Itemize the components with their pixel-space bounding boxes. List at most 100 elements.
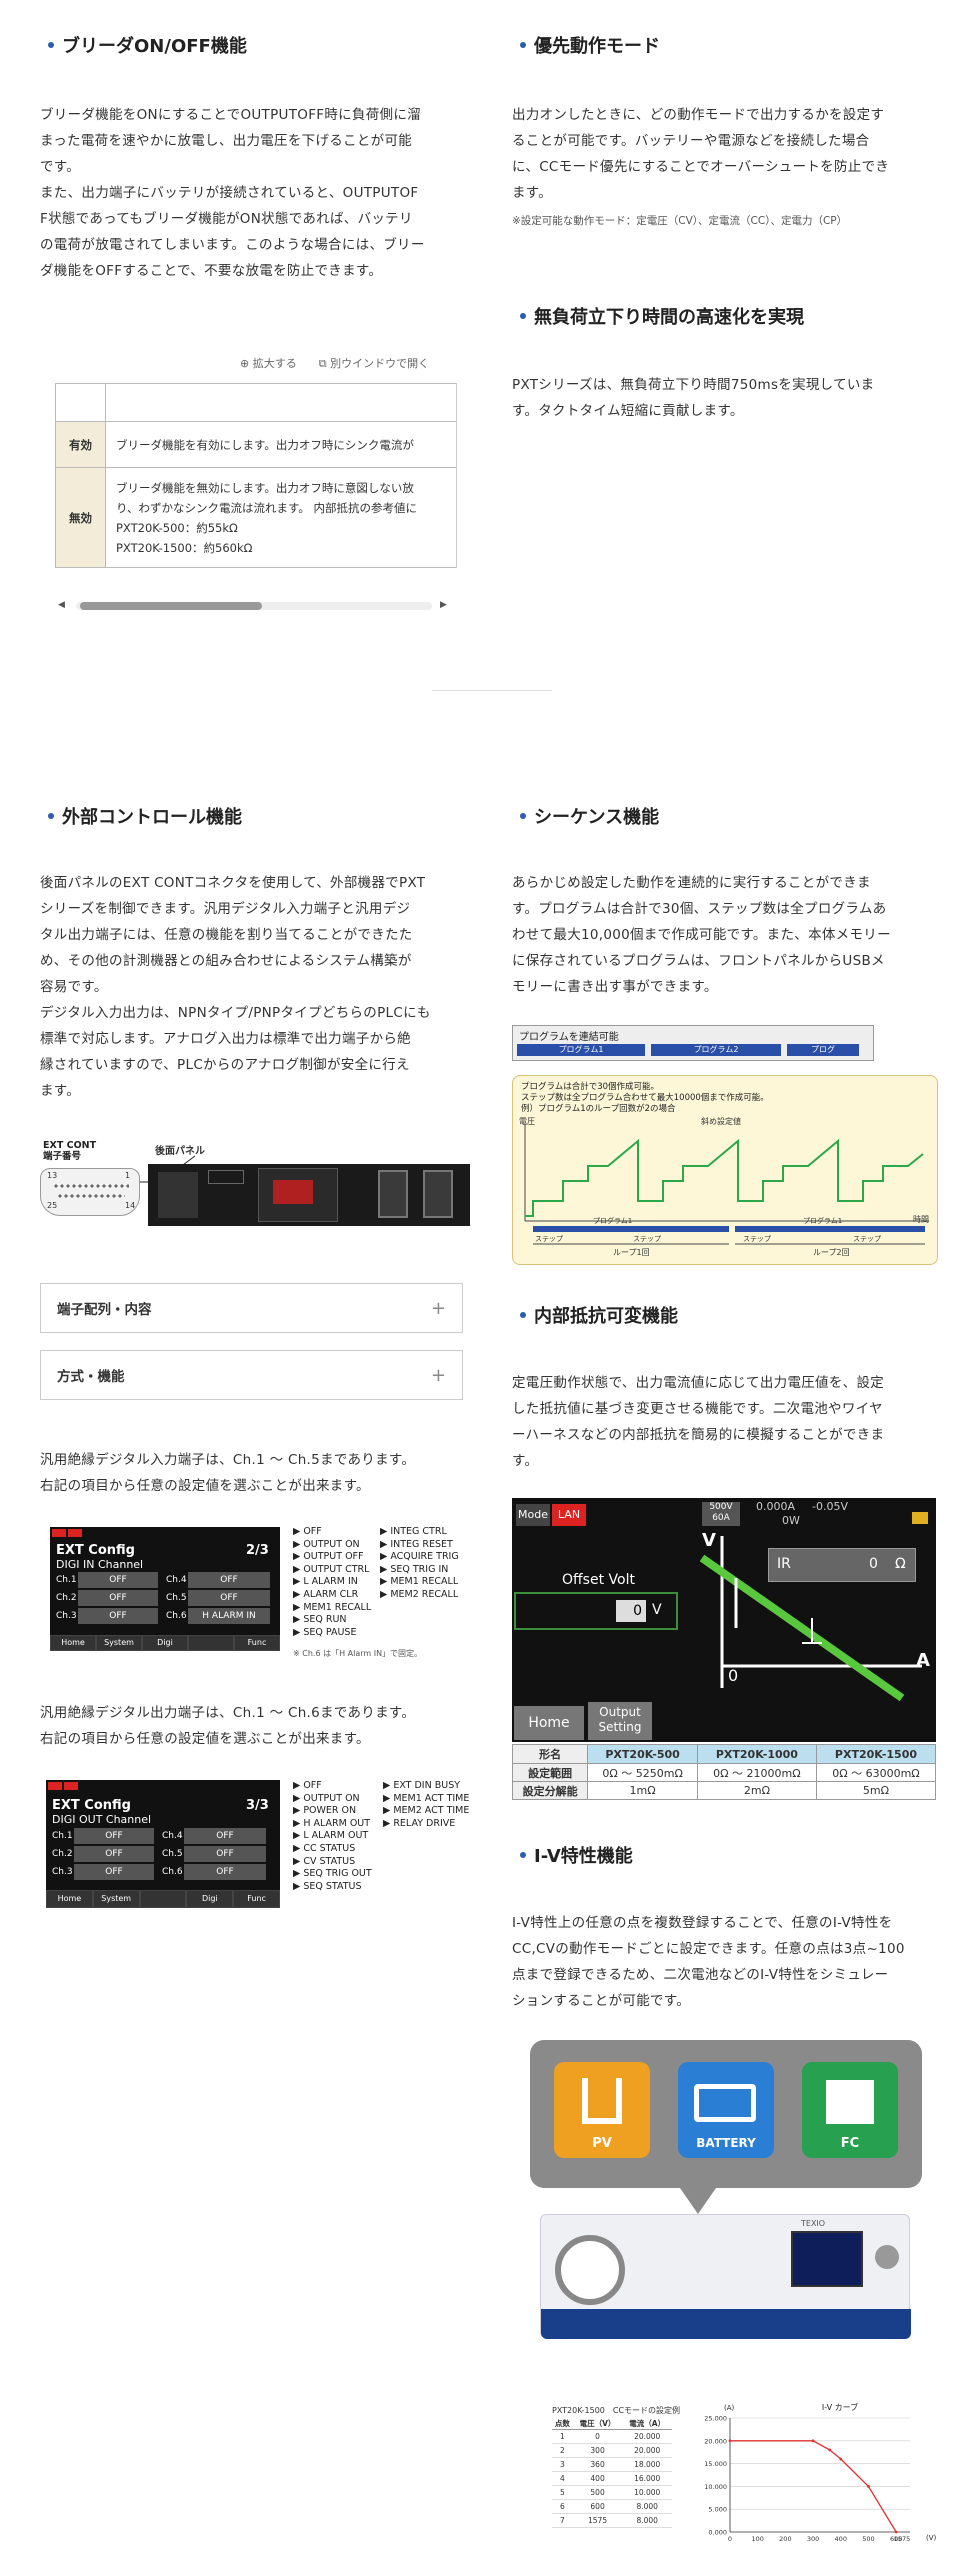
- device-screen: [791, 2231, 863, 2287]
- ext-paragraph: 後面パネルのEXT CONTコネクタを使用して、外部機器でPXT シリーズを制御…: [40, 870, 480, 1104]
- text-line: ーハーネスなどの内部抵抗を簡易的に模擬することができま: [512, 1427, 885, 1443]
- option-label: INTEG RESET: [390, 1538, 453, 1550]
- program-bar: [533, 1226, 729, 1232]
- text-line: の電荷が放電されてしまいます。このような場合には、ブリー: [40, 237, 425, 253]
- scroll-left-icon[interactable]: ◀: [58, 600, 65, 610]
- ch-label: Ch.1: [52, 1831, 73, 1841]
- panel-block: [258, 1168, 338, 1222]
- resist-title: 内部抵抗可変機能: [520, 1302, 678, 1328]
- iv-table-title: PXT20K-1500 CCモードの設定例: [552, 2406, 681, 2415]
- option-item: ▶ L ALARM OUT: [293, 1830, 369, 1842]
- y-tick-label: 5.000: [708, 2506, 727, 2514]
- table-head-cell: 電流（A）: [622, 2418, 672, 2430]
- zero-label: 0: [728, 1666, 739, 1685]
- step-label: ステップ: [535, 1235, 563, 1243]
- scroll-thumb[interactable]: [80, 602, 262, 610]
- screen-title: EXT Config: [52, 1798, 131, 1813]
- option-label: ACQUIRE TRIG: [390, 1551, 459, 1563]
- label-line: EXT CONT: [43, 1140, 97, 1151]
- readout: 0W: [782, 1514, 800, 1527]
- table-row: 有効ブリーダ機能を有効にします。出力オフ時にシンク電流が: [55, 421, 456, 468]
- icon-label: BATTERY: [696, 2136, 756, 2150]
- iv-chart: I-V カーブ (A) (V) 0.0005.00010.00015.00020…: [704, 2402, 936, 2543]
- text-line: わせて最大10,000個まで作成可能です。また、本体メモリー: [512, 927, 891, 943]
- newwindow-link[interactable]: ⧉ 別ウインドウで開く: [319, 355, 429, 371]
- screen-subtitle: DIGI IN Channel: [56, 1558, 144, 1571]
- battery-shape: [694, 2084, 756, 2122]
- ch-label: Ch.5: [166, 1593, 187, 1603]
- accordion-method[interactable]: 方式・機能+: [40, 1350, 463, 1400]
- plus-icon[interactable]: +: [430, 1297, 446, 1319]
- scroll-right-icon[interactable]: ▶: [440, 600, 447, 610]
- text-line: す。タクトタイム短縮に貢献します。: [512, 403, 744, 419]
- table-cell: 0: [572, 2429, 623, 2444]
- text-line: また、出力端子にバッテリが接続されていると、OUTPUTOF: [40, 185, 419, 201]
- table-head-cell: 電圧（V）: [572, 2418, 623, 2430]
- pin-row: [53, 1183, 129, 1189]
- offset-box: 0 V: [514, 1592, 678, 1630]
- slope-label: 斜め設定値: [701, 1117, 741, 1126]
- zoom-link[interactable]: ⊕ 拡大する: [240, 355, 297, 371]
- icon-label: FC: [840, 2136, 860, 2151]
- iv-paragraph: I-V特性上の任意の点を複数登録することで、任意のI-V特性を CC,CVの動作…: [512, 1910, 952, 2014]
- digital-out-paragraph: 汎用絶縁デジタル出力端子は、Ch.1 ～ Ch.6まであります。 右記の項目から…: [40, 1700, 480, 1752]
- table-row: 形名 PXT20K-500 PXT20K-1000 PXT20K-1500: [511, 1744, 937, 1764]
- table-head-cell: 無効: [55, 467, 106, 568]
- plus-icon[interactable]: +: [430, 1364, 446, 1386]
- option-label: L ALARM OUT: [303, 1830, 369, 1842]
- ch-label: Ch.2: [56, 1593, 77, 1603]
- mode-badge: [52, 1529, 66, 1537]
- option-label: OFF: [303, 1780, 322, 1791]
- option-label: INTEG CTRL: [390, 1526, 447, 1537]
- ir-value: 0: [869, 1556, 878, 1572]
- option-label: OFF: [303, 1526, 322, 1537]
- program-bar: プログラム2: [651, 1044, 781, 1056]
- chart-title: I-V カーブ: [822, 2402, 858, 2412]
- device-image: TEXIO: [540, 2214, 911, 2339]
- panel-block: [158, 1172, 198, 1218]
- offset-value: 0: [616, 1600, 646, 1622]
- option-item: ▶ MEM2 RECALL: [380, 1588, 459, 1600]
- option-item: ▶ OUTPUT OFF: [293, 1551, 364, 1563]
- option-item: ▶ MEM1 RECALL: [380, 1576, 459, 1588]
- ch-label: Ch.4: [162, 1831, 183, 1841]
- screen-page: 2/3: [246, 1543, 269, 1558]
- soft-key: Home: [50, 1635, 96, 1651]
- dial-icon: [875, 2245, 899, 2269]
- digi-out-options-a: ▶ OFF ▶ OUTPUT ON ▶ POWER ON ▶ H ALARM O…: [293, 1780, 372, 1893]
- table-cell: ブリーダ機能を無効にします。出力オフ時に意図しない放 り、わずかなシンク電流は流…: [105, 467, 456, 568]
- cell-line: ブリーダ機能を無効にします。出力オフ時に意図しない放: [116, 480, 414, 495]
- pin-label: 1: [125, 1171, 131, 1180]
- panel-block: [423, 1170, 453, 1218]
- table-cell: 3: [552, 2457, 573, 2472]
- option-label: EXT DIN BUSY: [393, 1780, 461, 1791]
- rear-panel-label: 後面パネル: [155, 1146, 205, 1157]
- cell-shape: [826, 2080, 874, 2124]
- text-line: ます。: [512, 185, 553, 201]
- option-label: MEM1 RECALL: [390, 1576, 459, 1588]
- table-cell: 1575: [572, 2513, 623, 2528]
- ch-value: OFF: [188, 1572, 270, 1588]
- priority-note: ※設定可能な動作モード：定電圧（CV）、定電流（CC）、定電力（CP）: [512, 215, 848, 227]
- newwindow-label: 別ウインドウで開く: [330, 357, 430, 370]
- bullet-icon: [520, 1852, 526, 1858]
- screen-subtitle: DIGI OUT Channel: [52, 1813, 152, 1826]
- accordion-terminal[interactable]: 端子配列・内容+: [40, 1283, 463, 1333]
- brand-logo: TEXIO: [801, 2219, 826, 2228]
- table-cell: 8.000: [622, 2499, 672, 2514]
- table-cell: 5: [552, 2485, 573, 2500]
- text-line: PXTシリーズは、無負荷立下り時間750msを実現していま: [512, 377, 875, 393]
- horizontal-scrollbar[interactable]: ◀ ▶: [58, 598, 450, 612]
- ch-value: OFF: [78, 1608, 158, 1624]
- option-label: POWER ON: [303, 1805, 357, 1817]
- ch-value: OFF: [184, 1828, 266, 1844]
- cell-line: り、わずかなシンク電流は流れます。 内部抵抗の参考値に: [116, 500, 418, 515]
- text-line: シリーズを制御できます。汎用デジタル入力端子と汎用デジ: [40, 901, 411, 917]
